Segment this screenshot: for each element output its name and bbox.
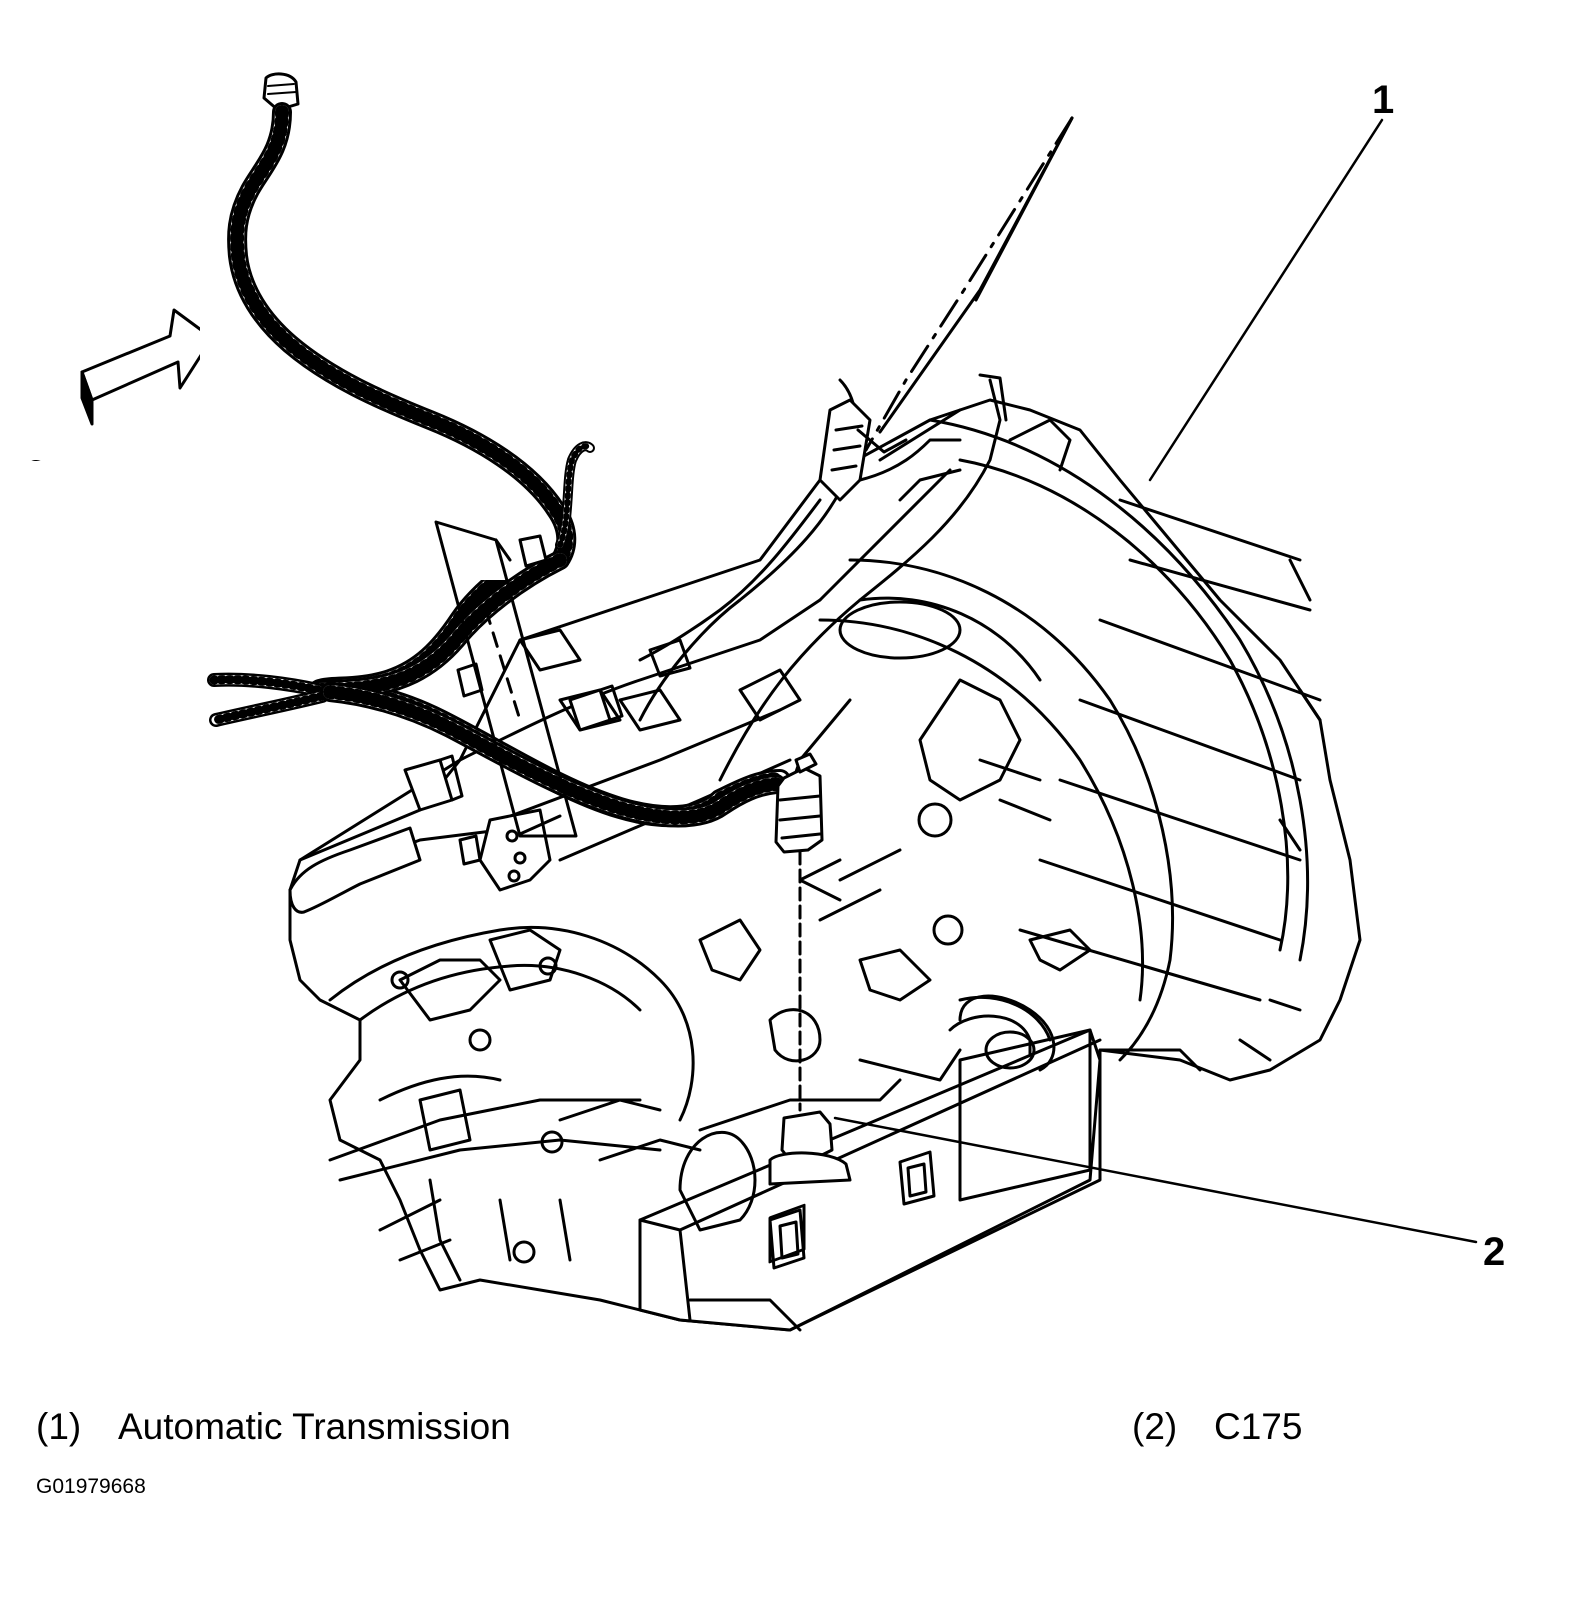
harness-clips bbox=[288, 628, 692, 914]
legend-item-c175: (2) C175 bbox=[1132, 1408, 1302, 1445]
figure-id: G01979668 bbox=[36, 1475, 146, 1498]
transmission-case bbox=[288, 398, 1362, 1332]
transmission-diagram: 1 2 bbox=[25, 72, 1506, 1332]
direction-arrow-icon bbox=[80, 308, 214, 426]
harness-lower-run bbox=[320, 682, 786, 828]
callout-number-2: 2 bbox=[1483, 1230, 1506, 1274]
assembly-leader-lines bbox=[434, 116, 1074, 838]
legend-item-automatic-transmission: (1) Automatic Transmission bbox=[36, 1408, 511, 1445]
c175-connector bbox=[768, 752, 852, 1186]
callout-number-1: 1 bbox=[1372, 78, 1395, 122]
callout-leaders bbox=[833, 118, 1478, 1244]
legend-number: (1) bbox=[36, 1406, 82, 1447]
legend-number: (2) bbox=[1132, 1406, 1178, 1447]
legend-label: Automatic Transmission bbox=[118, 1406, 511, 1447]
legend-label: C175 bbox=[1214, 1406, 1303, 1447]
